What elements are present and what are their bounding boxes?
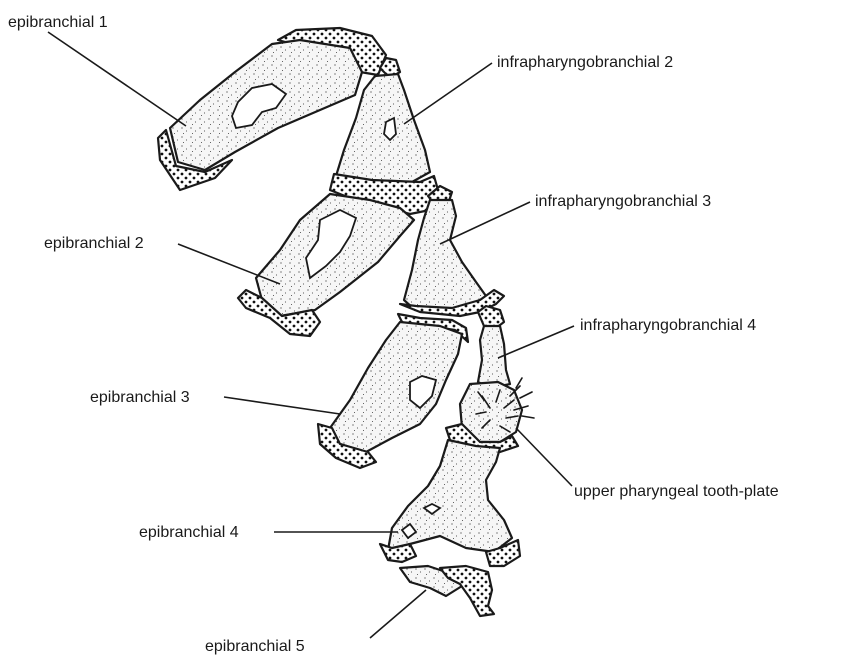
label-infrapharyngobranchial-4: infrapharyngobranchial 4 xyxy=(580,317,756,334)
epibranchial-4-bone xyxy=(380,424,520,566)
epibranchial-2-bone xyxy=(238,194,414,336)
leader-epibranchial-2 xyxy=(178,244,280,284)
leader-upper-tooth-plate xyxy=(516,428,572,486)
label-epibranchial-1: epibranchial 1 xyxy=(8,14,108,31)
leader-epibranchial-5 xyxy=(370,590,426,638)
epibranchial-5-bone xyxy=(400,566,494,616)
label-epibranchial-3: epibranchial 3 xyxy=(90,389,190,406)
label-upper-tooth-plate: upper pharyngeal tooth-plate xyxy=(574,483,779,500)
leader-infrapharyngobranchial-4 xyxy=(498,326,574,358)
leader-epibranchial-1 xyxy=(48,32,186,126)
leader-infrapharyngobranchial-2 xyxy=(404,63,492,124)
label-epibranchial-4: epibranchial 4 xyxy=(139,524,239,541)
label-infrapharyngobranchial-3: infrapharyngobranchial 3 xyxy=(535,193,711,210)
leader-epibranchial-3 xyxy=(224,397,340,414)
infrapharyngobranchial-4-bone xyxy=(478,306,510,388)
label-infrapharyngobranchial-2: infrapharyngobranchial 2 xyxy=(497,54,673,71)
label-epibranchial-5: epibranchial 5 xyxy=(205,638,305,655)
label-epibranchial-2: epibranchial 2 xyxy=(44,235,144,252)
